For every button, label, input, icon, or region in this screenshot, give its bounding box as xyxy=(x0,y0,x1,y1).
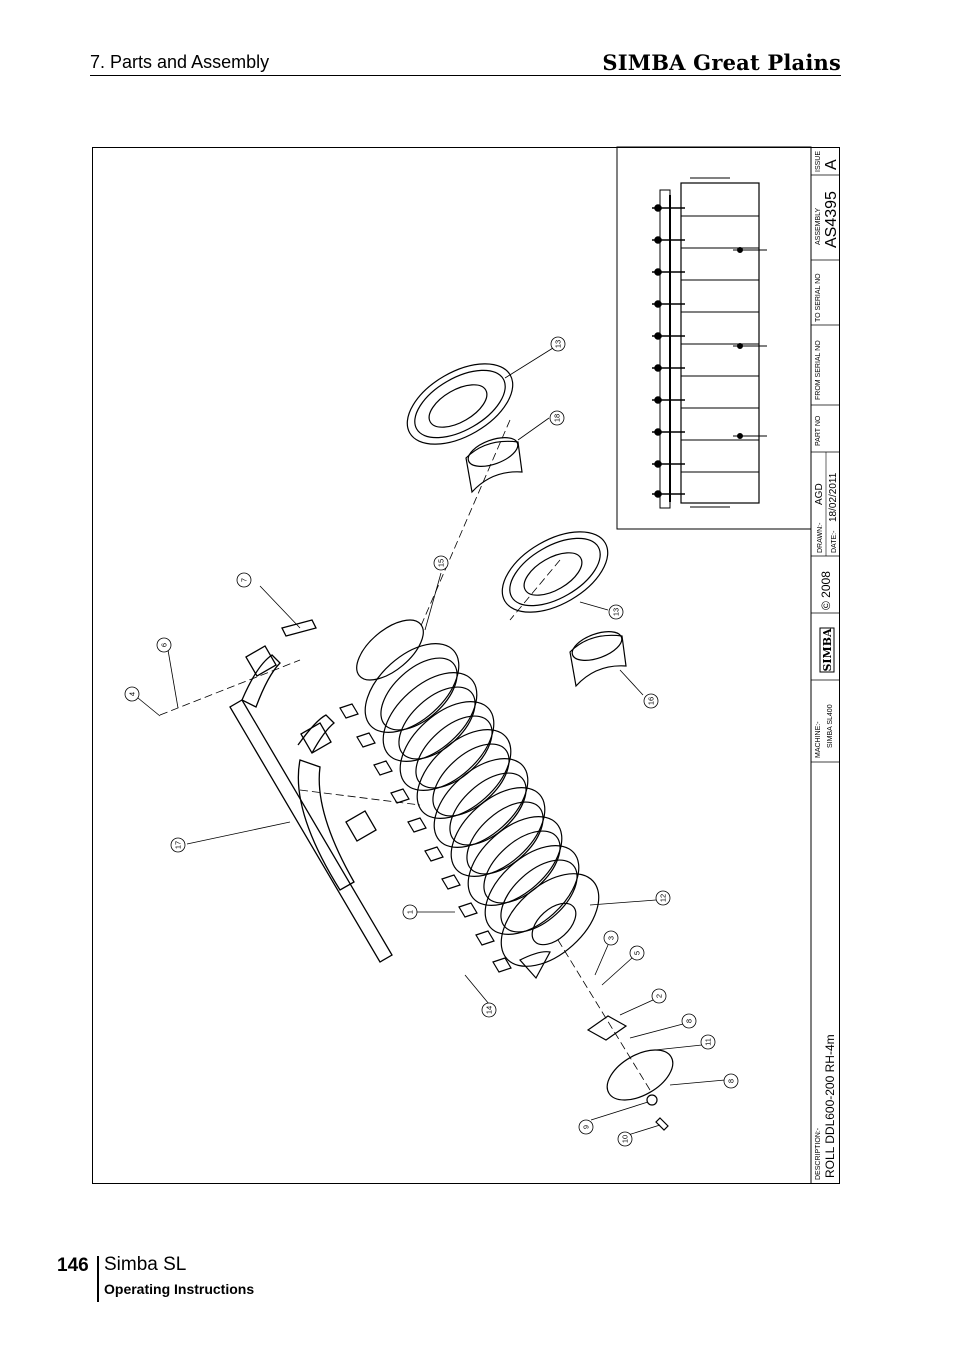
issue-label: ISSUE xyxy=(815,151,822,172)
callout-1: 1 xyxy=(406,910,415,914)
section-title: 7. Parts and Assembly xyxy=(90,52,270,72)
callout-10: 10 xyxy=(621,1135,630,1143)
inset-roller-view xyxy=(652,177,767,509)
simba-logo-text: SIMBA xyxy=(821,628,834,672)
simba-logo: SIMBA xyxy=(819,627,835,673)
machine-value: SIMBA SL400 xyxy=(827,704,834,748)
page-number: 146 xyxy=(57,1255,89,1276)
description-label: DESCRIPTION:- xyxy=(815,1127,822,1180)
footer-divider xyxy=(97,1256,99,1302)
callout-13b: 13 xyxy=(612,608,621,616)
callout-12: 12 xyxy=(659,894,668,902)
callout-14: 14 xyxy=(485,1006,494,1014)
callout-13a: 13 xyxy=(554,340,563,348)
product-name: Simba SL xyxy=(104,1254,187,1275)
assembly-label: ASSEMBLY xyxy=(815,207,822,245)
callout-9: 9 xyxy=(582,1125,591,1129)
date-label: DATE:- xyxy=(831,530,838,553)
callout-7: 7 xyxy=(240,578,249,582)
copyright: © 2008 xyxy=(819,571,833,610)
tine-bar xyxy=(229,619,393,963)
issue-value: A xyxy=(823,159,840,170)
callout-17: 17 xyxy=(174,841,183,849)
end-components xyxy=(406,363,674,1131)
drawn-label: DRAWN:- xyxy=(817,522,824,553)
callout-4: 4 xyxy=(128,692,137,696)
callout-6: 6 xyxy=(160,643,169,647)
callout-18: 18 xyxy=(553,414,562,422)
machine-label: MACHINE:- xyxy=(815,721,822,758)
drawn-value: AGD xyxy=(814,483,825,505)
callout-5: 5 xyxy=(633,951,642,955)
description-value: ROLL DDL600-200 RH-4m xyxy=(823,1034,837,1178)
part-no-label: PART NO xyxy=(815,415,822,446)
callout-16: 16 xyxy=(647,697,656,705)
roller-rings xyxy=(356,619,600,967)
date-value: 18/02/2011 xyxy=(828,472,839,522)
assembly-value: AS4395 xyxy=(823,191,840,248)
footer-subtitle: Operating Instructions xyxy=(104,1281,255,1297)
header-divider xyxy=(90,75,841,76)
callout-15: 15 xyxy=(437,559,446,567)
scraper-tines xyxy=(339,703,551,980)
callout-11: 11 xyxy=(704,1038,713,1046)
callout-3: 3 xyxy=(607,936,616,940)
brand-logo: SIMBA Great Plains xyxy=(602,50,841,75)
to-serial-label: TO SERIAL NO xyxy=(815,273,822,322)
callout-8b: 8 xyxy=(727,1079,736,1083)
from-serial-label: FROM SERIAL NO xyxy=(815,340,822,400)
callout-8a: 8 xyxy=(685,1019,694,1023)
drawing-frame xyxy=(92,147,840,1184)
callout-2: 2 xyxy=(655,994,664,998)
